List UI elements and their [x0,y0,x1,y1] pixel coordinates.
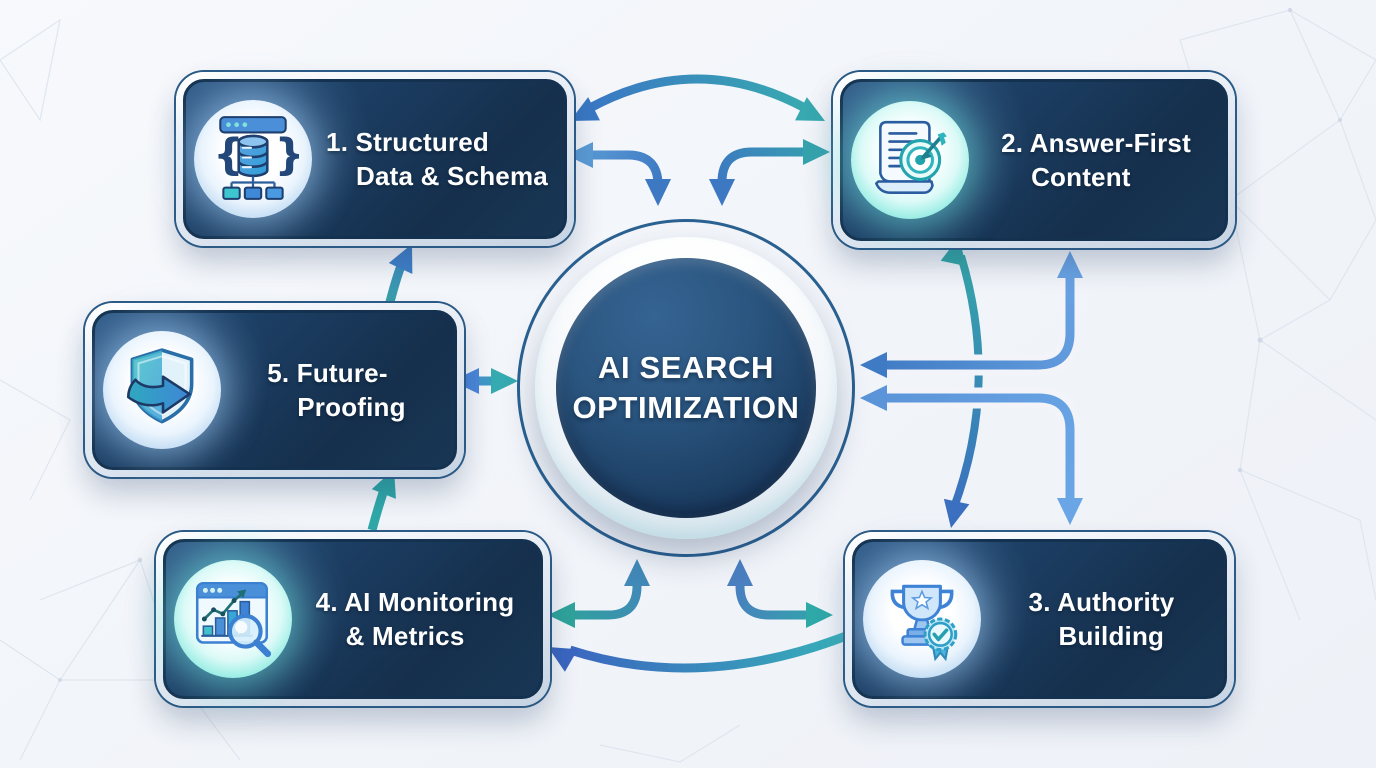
node2-line2: Content [1031,162,1131,192]
center-hub-ring: AI SEARCH OPTIMIZATION [517,219,855,557]
node3-line1: 3. Authority [1028,586,1175,617]
node2-line1: 2. Answer-First [1001,127,1191,158]
center-title-line2: OPTIMIZATION [572,390,800,425]
node5-line2: Proofing [297,392,406,422]
arrow-futureproofing-structured [385,238,424,304]
node-answer-first-content: 2. Answer-First Content [833,72,1235,248]
arrow-monitoring-center [548,559,650,628]
arrow-center-authority-elbow [860,385,1083,525]
arrow-authority-monitoring [541,631,848,673]
arrow-center-answerfirst [709,139,830,206]
node5-line1: 5. Future- [267,357,388,388]
arrow-center-authority [727,559,833,628]
database-schema-icon: { } [194,100,312,218]
node-title-future-proofing: 5. Future- Proofing [227,356,446,425]
node-future-proofing: 5. Future- Proofing [85,303,464,477]
trophy-badge-icon [863,560,981,678]
center-hub: AI SEARCH OPTIMIZATION [556,258,816,518]
node-title-authority: 3. Authority Building [987,585,1216,654]
node3-line2: Building [1058,621,1165,651]
document-target-icon [851,101,969,219]
center-title-line1: AI SEARCH [598,349,774,385]
analytics-magnifier-icon [174,560,292,678]
node1-line2: Data & Schema [356,161,548,191]
arrow-structured-center [566,142,671,206]
arrow-center-answerfirst-elbow [860,251,1083,378]
node-title-structured-data: 1. Structured Data & Schema [318,125,556,194]
node-title-answer-first: 2. Answer-First Content [975,126,1217,195]
node4-line2: & Metrics [345,621,465,651]
center-hub-white-band: AI SEARCH OPTIMIZATION [535,237,837,539]
node-structured-data-schema: { } 1. Structured Data & Schema [176,72,574,246]
arrow-structured-answerfirst [564,74,831,133]
svg-text:}: } [274,130,299,180]
node-ai-monitoring-metrics: 4. AI Monitoring & Metrics [156,532,550,706]
node1-line1: 1. Structured [326,126,490,157]
node4-line1: 4. AI Monitoring [315,586,515,617]
node-authority-building: 3. Authority Building [845,532,1234,706]
shield-arrow-icon [103,331,221,449]
arrow-answerfirst-authority [938,234,983,531]
node-title-ai-monitoring: 4. AI Monitoring & Metrics [298,585,532,654]
